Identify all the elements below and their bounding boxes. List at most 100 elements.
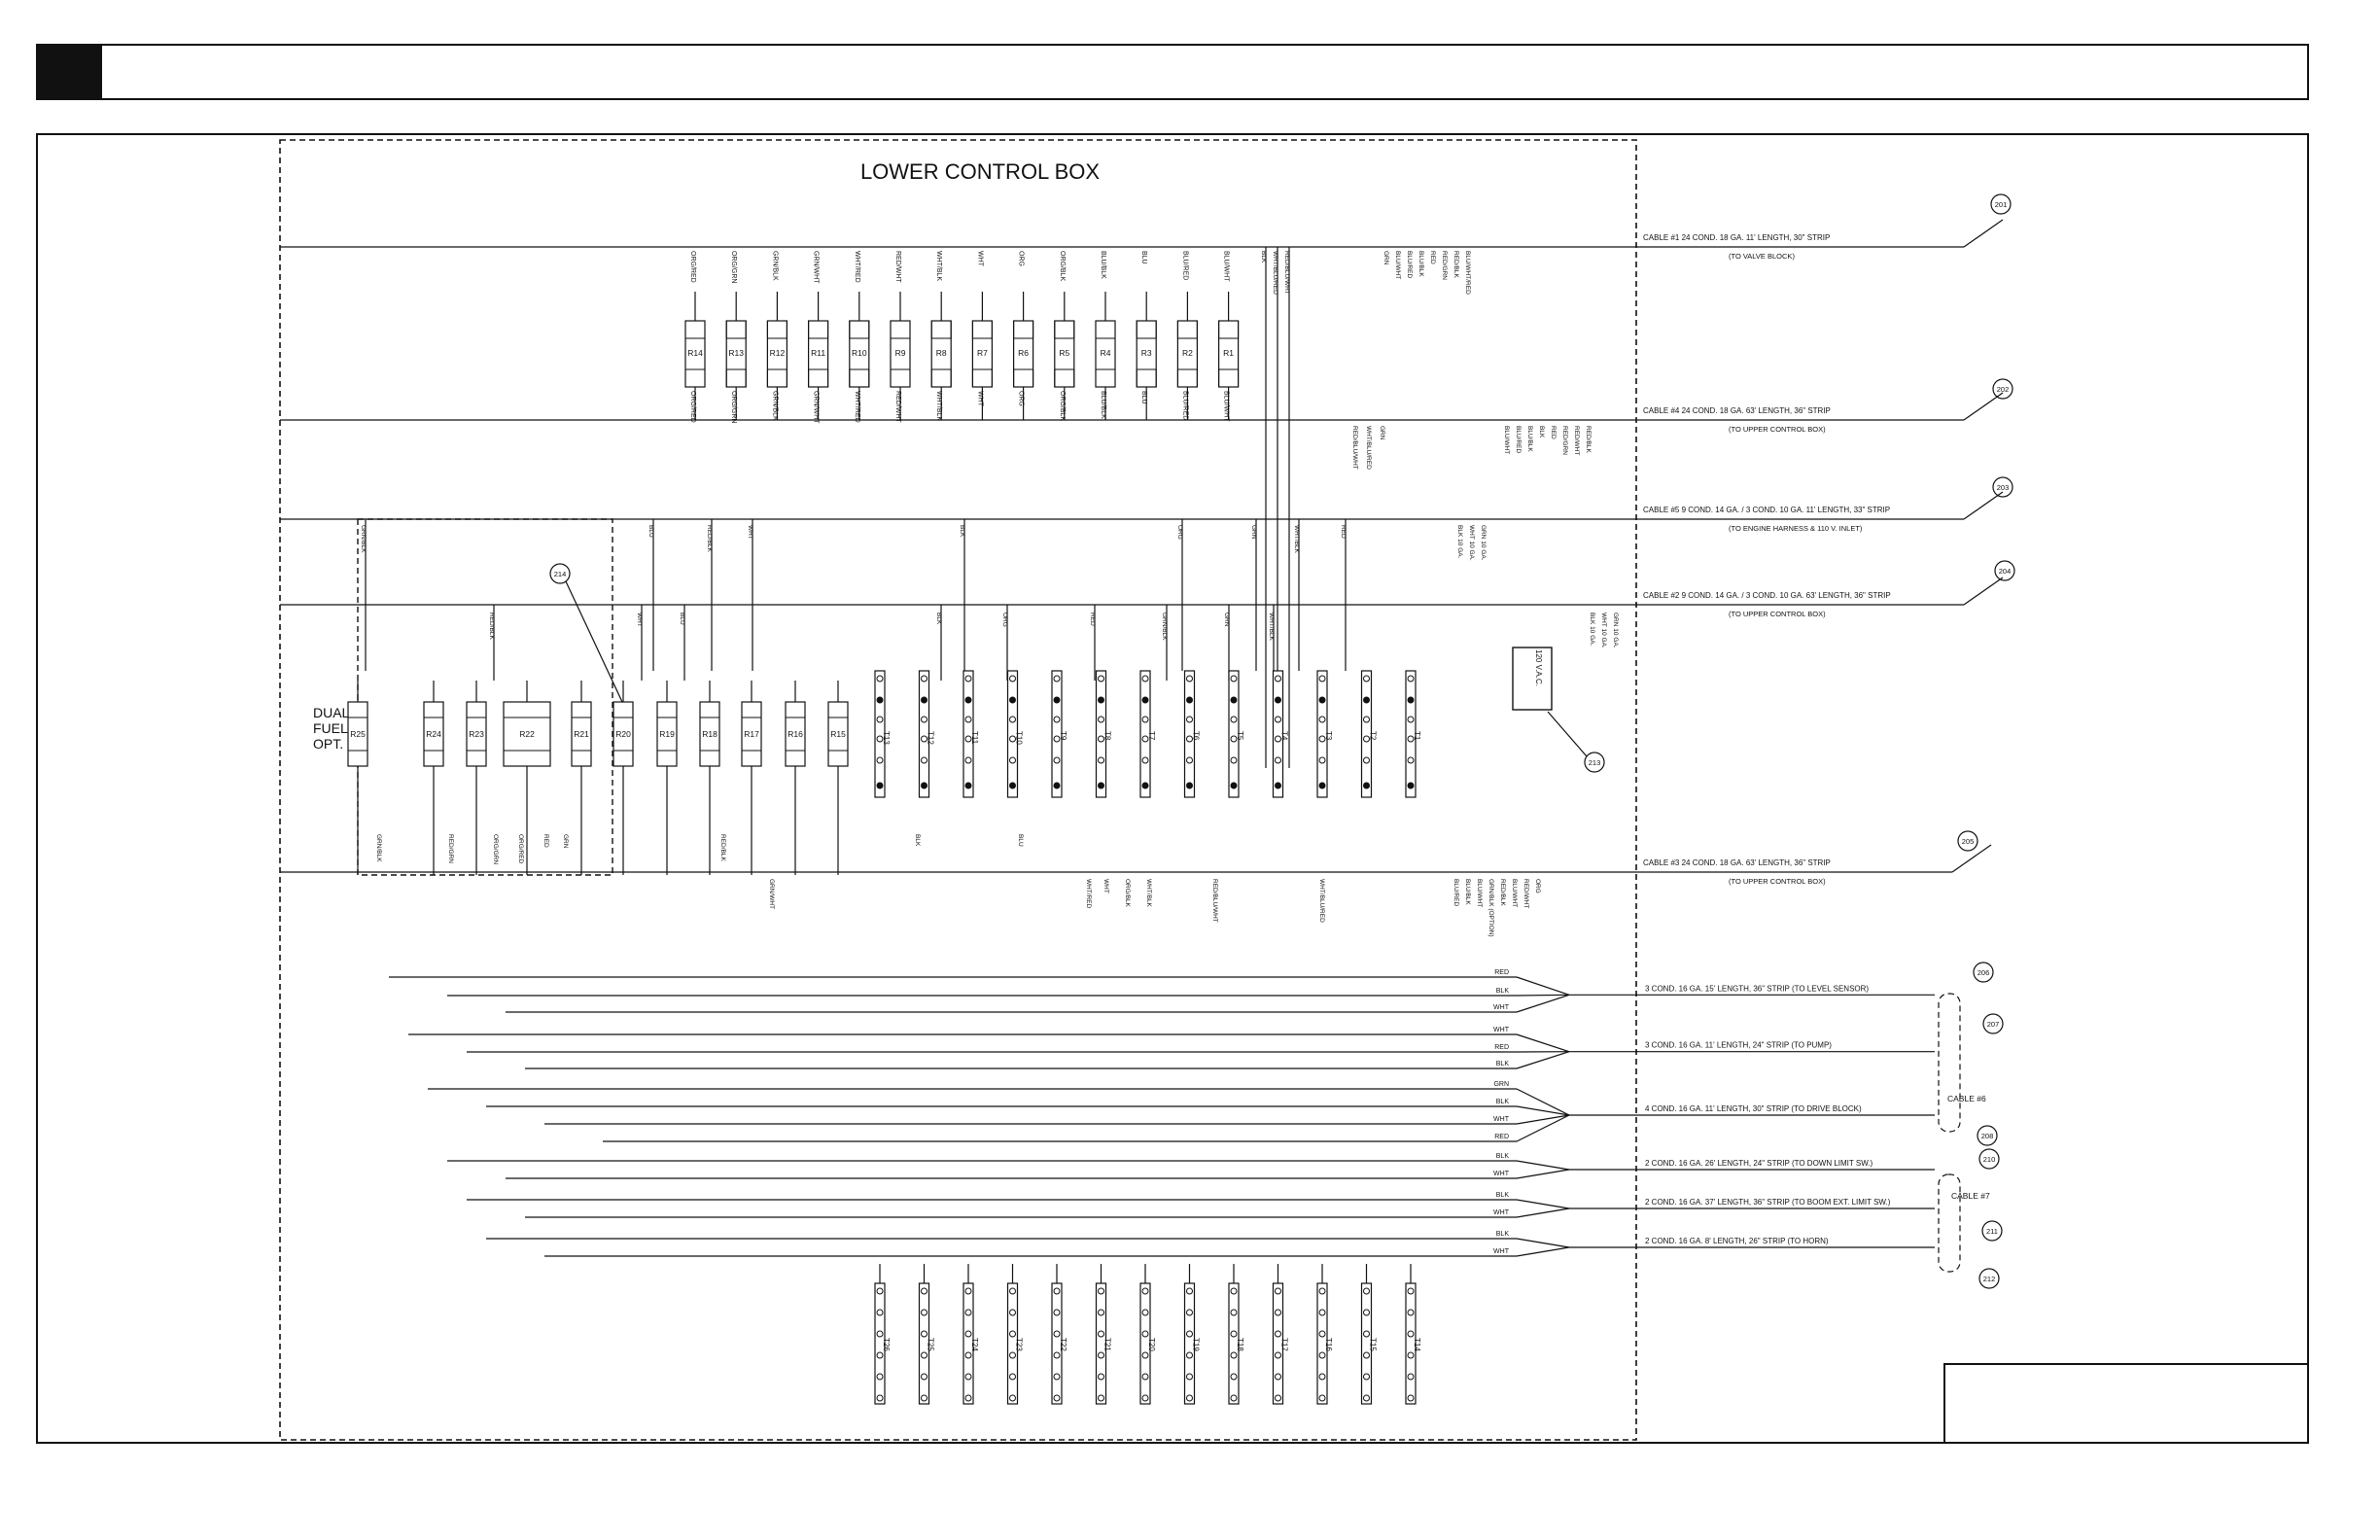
relay-terminal-bottom <box>656 750 678 767</box>
terminal-screw <box>1053 1330 1061 1338</box>
terminal-label: T20 <box>1147 1338 1156 1351</box>
relay-terminal-top <box>930 320 952 339</box>
cable-label: CABLE #5 9 COND. 14 GA. / 3 COND. 10 GA.… <box>1643 506 1890 514</box>
terminal-screw <box>1141 735 1149 743</box>
terminal-screw <box>1230 1330 1238 1338</box>
terminal-strip <box>1006 670 1019 798</box>
wire-tag: GRN <box>1379 426 1385 440</box>
terminal-screw <box>1053 675 1061 682</box>
terminal-screw <box>1098 716 1104 723</box>
relay-terminal-bottom <box>503 750 551 767</box>
terminal-screw <box>1230 1373 1238 1381</box>
relay-terminal-top <box>347 701 368 718</box>
cable-destination: (TO VALVE BLOCK) <box>1729 252 1795 261</box>
terminal-screw <box>1186 716 1193 723</box>
wire-tag: RED <box>542 834 549 848</box>
wire-fan <box>1516 1238 1570 1248</box>
cable-7-bundle <box>1938 1173 1961 1273</box>
terminal-label: T18 <box>1236 1338 1244 1351</box>
wire-tag: WHT/BLK <box>1293 525 1300 554</box>
callout-bubble <box>1982 1013 2004 1034</box>
terminal-screw <box>1186 735 1193 743</box>
terminal-screw <box>1407 1309 1415 1316</box>
callout-bubble <box>1957 830 1978 852</box>
terminal-screw <box>1186 1330 1193 1338</box>
relay-label: R25 <box>350 729 366 739</box>
terminal-screw <box>1318 1351 1326 1359</box>
relay-terminal-top <box>1054 320 1075 339</box>
wire-fan <box>1516 1160 1570 1171</box>
wire-tag: GRN/BLK <box>771 391 778 421</box>
terminal-screw <box>1186 782 1193 789</box>
relay-terminal-top <box>890 320 911 339</box>
wire-tag: WHT <box>636 612 643 627</box>
callout-layer <box>549 193 2015 1289</box>
wire-tag: BLU/WHT <box>1223 251 1230 282</box>
relay-label: R1 <box>1223 348 1234 358</box>
wire-fan <box>1516 1199 1570 1209</box>
relay-terminal-bottom <box>971 368 993 388</box>
terminal-screw <box>1230 1287 1238 1295</box>
wire-tag: WHT/RED <box>854 391 860 423</box>
wire-tag: RED/WHT <box>1522 879 1529 908</box>
wire-tag: BLK <box>1496 1099 1510 1105</box>
relay-terminal-top <box>766 320 788 339</box>
wire-tag: BLU <box>1140 391 1147 404</box>
wire-tag: WHT <box>747 525 753 540</box>
terminal-screw <box>1318 696 1326 704</box>
relay-terminal-bottom <box>699 750 720 767</box>
terminal-screw <box>876 782 884 789</box>
relay-terminal-top <box>684 320 706 339</box>
terminal-screw <box>1009 735 1016 743</box>
terminal-label: T24 <box>970 1338 979 1351</box>
terminal-label: T1 <box>1413 731 1421 741</box>
relay-terminal-bottom <box>466 750 487 767</box>
wire-tag: RED <box>1089 612 1096 626</box>
wire-tag: ORG <box>1018 251 1025 266</box>
terminal-screw <box>1009 1330 1016 1338</box>
terminal-screw <box>1318 716 1326 723</box>
relay-terminal-bottom <box>785 750 806 767</box>
cable-leader <box>1963 577 2004 606</box>
terminal-strip <box>1095 670 1107 798</box>
wire-tag: ORG/BLK <box>1059 251 1066 281</box>
terminal-screw <box>964 1373 972 1381</box>
callout-number: 205 <box>1962 837 1975 846</box>
terminal-screw <box>1186 1351 1193 1359</box>
terminal-strip <box>1360 670 1373 798</box>
terminal-screw <box>1230 735 1238 743</box>
cable-label: CABLE #4 24 COND. 18 GA. 63' LENGTH, 36"… <box>1643 406 1831 415</box>
wire-tag: BLU/BLK <box>1100 391 1106 419</box>
relay-label: R16 <box>788 729 803 739</box>
terminal-screw <box>1186 696 1193 704</box>
callout-bubble <box>1978 1148 2000 1170</box>
relay-terminal-bottom <box>766 368 788 388</box>
relay-terminal-top <box>971 320 993 339</box>
wire-tag: ORG/GRN <box>730 251 737 283</box>
terminal-screw <box>1186 1373 1193 1381</box>
wire-tag: ORG <box>1018 391 1025 406</box>
wire-tag: ORG/RED <box>689 251 696 283</box>
terminal-screw <box>921 1394 928 1402</box>
relay-terminal-top <box>699 701 720 718</box>
relay-label: R6 <box>1018 348 1029 358</box>
terminal-label: T15 <box>1369 1338 1378 1351</box>
terminal-screw <box>964 1309 972 1316</box>
relay-label: R10 <box>852 348 867 358</box>
cable-label: CABLE #2 9 COND. 14 GA. / 3 COND. 10 GA.… <box>1643 591 1891 600</box>
wire-tag: WHT <box>1493 1116 1510 1123</box>
wire-tag: RED/WHT <box>894 251 901 283</box>
wire-tag: WHT <box>1493 1004 1510 1011</box>
wire-tag: GRN 10 GA. <box>1480 525 1487 561</box>
wire-tag: GRN/BLK <box>375 834 382 862</box>
cable-destination: (TO UPPER CONTROL BOX) <box>1729 610 1826 618</box>
wire-tag: RED <box>1429 251 1436 264</box>
terminal-screw <box>1363 756 1370 764</box>
terminal-strip <box>962 670 974 798</box>
relay-terminal-bottom <box>347 750 368 767</box>
cable-label: CABLE #3 24 COND. 18 GA. 63' LENGTH, 36"… <box>1643 858 1831 867</box>
terminal-screw <box>964 716 972 723</box>
terminal-screw <box>964 782 972 789</box>
terminal-screw <box>1141 1309 1149 1316</box>
terminal-screw <box>1053 1309 1061 1316</box>
